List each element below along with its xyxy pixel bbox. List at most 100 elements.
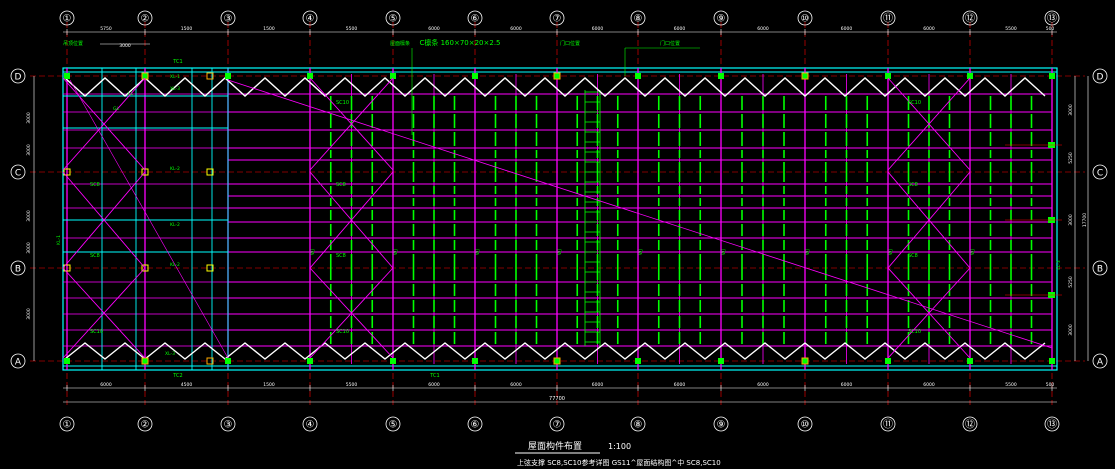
column-marker bbox=[64, 73, 70, 79]
grid-label-top-6: ⑥ bbox=[471, 14, 480, 25]
dim-bottom-9: 6000 bbox=[757, 382, 769, 388]
column-marker bbox=[64, 358, 70, 364]
dim-top-12: 5500 bbox=[1005, 26, 1017, 32]
column-marker bbox=[142, 358, 148, 364]
dim-right-0: 3000 bbox=[1068, 104, 1074, 116]
grid-label-left-B: B bbox=[15, 265, 21, 275]
grid-bubble-top-8 bbox=[630, 10, 646, 26]
grid-bubble-bottom-4 bbox=[302, 416, 318, 432]
column-marker-orange bbox=[553, 357, 561, 365]
column-marker-orange bbox=[206, 72, 214, 80]
grid-bubble-bottom-9 bbox=[713, 416, 729, 432]
left-diagonal bbox=[69, 79, 229, 359]
dim-bottom-12: 5500 bbox=[1005, 382, 1017, 388]
label-wj-6: WJ bbox=[805, 249, 811, 255]
dim-top-3: 1500 bbox=[263, 26, 275, 32]
column-marker bbox=[554, 358, 560, 364]
dim-bottom-3: 1500 bbox=[263, 382, 275, 388]
grid-label-top-1: ① bbox=[63, 14, 72, 25]
label-gl: GL bbox=[113, 106, 119, 112]
x-brace-1-2-b bbox=[887, 171, 971, 269]
grid-label-bottom-2: ② bbox=[141, 420, 150, 431]
label-wj-7: WJ bbox=[888, 249, 894, 255]
dim-right-total: 17700 bbox=[1082, 213, 1088, 227]
grid-bubble-left-A bbox=[10, 353, 26, 369]
label-sc8-3: SC8 bbox=[90, 253, 100, 259]
grid-bubble-top-4 bbox=[302, 10, 318, 26]
dim-left-2: 3000 bbox=[26, 210, 32, 222]
dim-bottom-11: 6000 bbox=[923, 382, 935, 388]
dim-total-width: 77700 bbox=[549, 396, 565, 402]
column-marker bbox=[802, 73, 808, 79]
label-xl3: XL-3 bbox=[170, 86, 180, 92]
dim-right-2: 3000 bbox=[1068, 214, 1074, 226]
dim-top-10: 6000 bbox=[841, 26, 853, 32]
grid-label-bottom-5: ⑤ bbox=[389, 420, 398, 431]
column-marker bbox=[885, 358, 891, 364]
grid-label-right-B: B bbox=[1097, 265, 1103, 275]
column-marker bbox=[472, 358, 478, 364]
dim-bottom-2: 4500 bbox=[181, 382, 193, 388]
grid-bubble-bottom-10 bbox=[797, 416, 813, 432]
left-bay-column bbox=[63, 168, 71, 176]
dim-small: 3000 bbox=[119, 43, 131, 49]
grid-bubble-top-13 bbox=[1044, 10, 1060, 26]
dim-right-4: 3000 bbox=[1068, 324, 1074, 336]
column-marker bbox=[802, 358, 808, 364]
left-bay-column bbox=[206, 264, 214, 272]
grid-label-top-5: ⑤ bbox=[389, 14, 398, 25]
x-brace-0-1-b bbox=[309, 77, 394, 171]
label-ll: LL bbox=[128, 91, 134, 97]
grid-label-top-2: ② bbox=[141, 14, 150, 25]
label-sc10-2: SC10 bbox=[90, 329, 103, 335]
left-bay-column bbox=[141, 264, 149, 272]
grid-label-top-7: ⑦ bbox=[553, 14, 562, 25]
label-wj-3: WJ bbox=[557, 249, 563, 255]
grid-bubble-top-7 bbox=[549, 10, 565, 26]
dim-left-3: 3000 bbox=[26, 242, 32, 254]
grid-bubble-bottom-5 bbox=[385, 416, 401, 432]
dim-left-4: 3000 bbox=[26, 308, 32, 320]
grid-label-bottom-11: ⑪ bbox=[883, 419, 893, 431]
dim-bottom-6: 6000 bbox=[510, 382, 522, 388]
grid-label-bottom-3: ③ bbox=[224, 420, 233, 431]
column-marker bbox=[967, 73, 973, 79]
left-bay-column bbox=[63, 264, 71, 272]
grid-bubble-top-12 bbox=[962, 10, 978, 26]
grid-bubble-top-1 bbox=[59, 10, 75, 26]
label-left-note: 吊顶位置 bbox=[63, 40, 83, 47]
grid-bubble-left-D bbox=[10, 68, 26, 84]
label-purlin: C檩条 160×70×20×2.5 bbox=[419, 38, 500, 47]
column-marker bbox=[472, 73, 478, 79]
grid-bubble-top-6 bbox=[467, 10, 483, 26]
column-marker bbox=[390, 358, 396, 364]
grid-label-bottom-12: ⑫ bbox=[965, 419, 975, 431]
grid-label-bottom-13: ⑬ bbox=[1047, 419, 1057, 431]
grid-bubble-top-9 bbox=[713, 10, 729, 26]
label-xl1: XL-1 bbox=[170, 74, 180, 80]
column-marker bbox=[718, 358, 724, 364]
drawing-subtitle: 上弦支撑 SC8,SC10参考详图 GS11^屋面结构图^中 SC8,SC10 bbox=[517, 458, 721, 467]
dim-bottom-8: 6000 bbox=[674, 382, 686, 388]
grid-label-top-4: ④ bbox=[306, 14, 315, 25]
grid-bubble-bottom-7 bbox=[549, 416, 565, 432]
grid-label-left-A: A bbox=[15, 358, 22, 368]
grid-label-top-10: ⑩ bbox=[801, 14, 810, 25]
column-marker bbox=[307, 73, 313, 79]
label-kl-2c: KL-2 bbox=[170, 262, 180, 268]
grid-label-left-D: D bbox=[15, 73, 22, 83]
column-marker bbox=[554, 73, 560, 79]
grid-label-top-9: ⑨ bbox=[717, 14, 726, 25]
label-kl-2: KL-2 bbox=[170, 166, 180, 172]
grid-label-top-12: ⑫ bbox=[965, 13, 975, 25]
dim-top-11: 6000 bbox=[923, 26, 935, 32]
grid-bubble-top-3 bbox=[220, 10, 236, 26]
grid-bubble-top-11 bbox=[880, 10, 896, 26]
label-tc2-bottom: TC2 bbox=[172, 373, 182, 379]
knee-brace-top bbox=[64, 77, 1046, 97]
grid-bubble-bottom-1 bbox=[59, 416, 75, 432]
x-brace-0-2-b bbox=[309, 171, 394, 269]
label-tc1-top: TC1 bbox=[172, 59, 182, 65]
grid-label-right-A: A bbox=[1097, 358, 1104, 368]
